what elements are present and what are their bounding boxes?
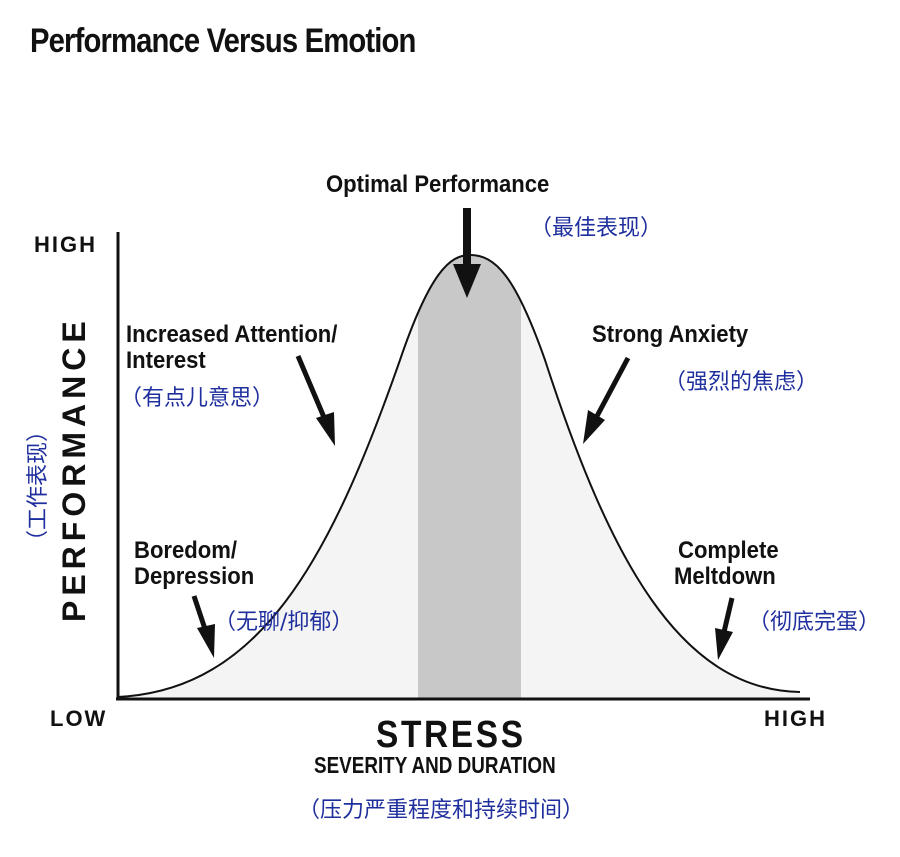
attention-arrow: [295, 355, 335, 446]
anxiety-arrow: [583, 356, 631, 444]
optimal-label-cn: （最佳表现）: [530, 216, 663, 241]
boredom-arrow: [191, 595, 215, 658]
meltdown-label-cn: （彻底完蛋）: [748, 610, 881, 635]
boredom-label-line2: Depression: [134, 563, 255, 590]
optimal-arrow: [453, 208, 481, 298]
anxiety-label: Strong Anxiety: [592, 321, 749, 348]
y-axis-high-label: HIGH: [34, 232, 97, 257]
x-axis-sublabel: SEVERITY AND DURATION: [314, 752, 556, 778]
diagram-title: Performance Versus Emotion: [30, 22, 416, 60]
meltdown-label-line1: Complete: [678, 537, 779, 564]
meltdown-arrow: [715, 597, 735, 660]
boredom-label-cn: （无聊/抑郁）: [214, 610, 354, 635]
x-axis-label: STRESS: [376, 714, 526, 756]
boredom-label-line1: Boredom/: [134, 537, 238, 564]
attention-label-line1: Increased Attention/: [126, 321, 338, 348]
curve-mask: [400, 230, 545, 360]
anxiety-label-cn: （强烈的焦虑）: [664, 370, 819, 395]
y-axis-label: PERFORMANCE: [56, 316, 92, 622]
y-axis-label-cn: （工作表现）: [26, 419, 51, 552]
attention-label-line2: Interest: [126, 347, 206, 374]
x-axis-low-label: LOW: [50, 706, 108, 731]
optimal-label: Optimal Performance: [326, 171, 550, 198]
optimal-band: [418, 240, 521, 698]
x-axis-label-cn: （压力严重程度和持续时间）: [298, 798, 585, 823]
x-axis-high-label: HIGH: [764, 706, 827, 731]
attention-label-cn: （有点儿意思）: [120, 386, 275, 411]
meltdown-label-line2: Meltdown: [674, 563, 776, 590]
